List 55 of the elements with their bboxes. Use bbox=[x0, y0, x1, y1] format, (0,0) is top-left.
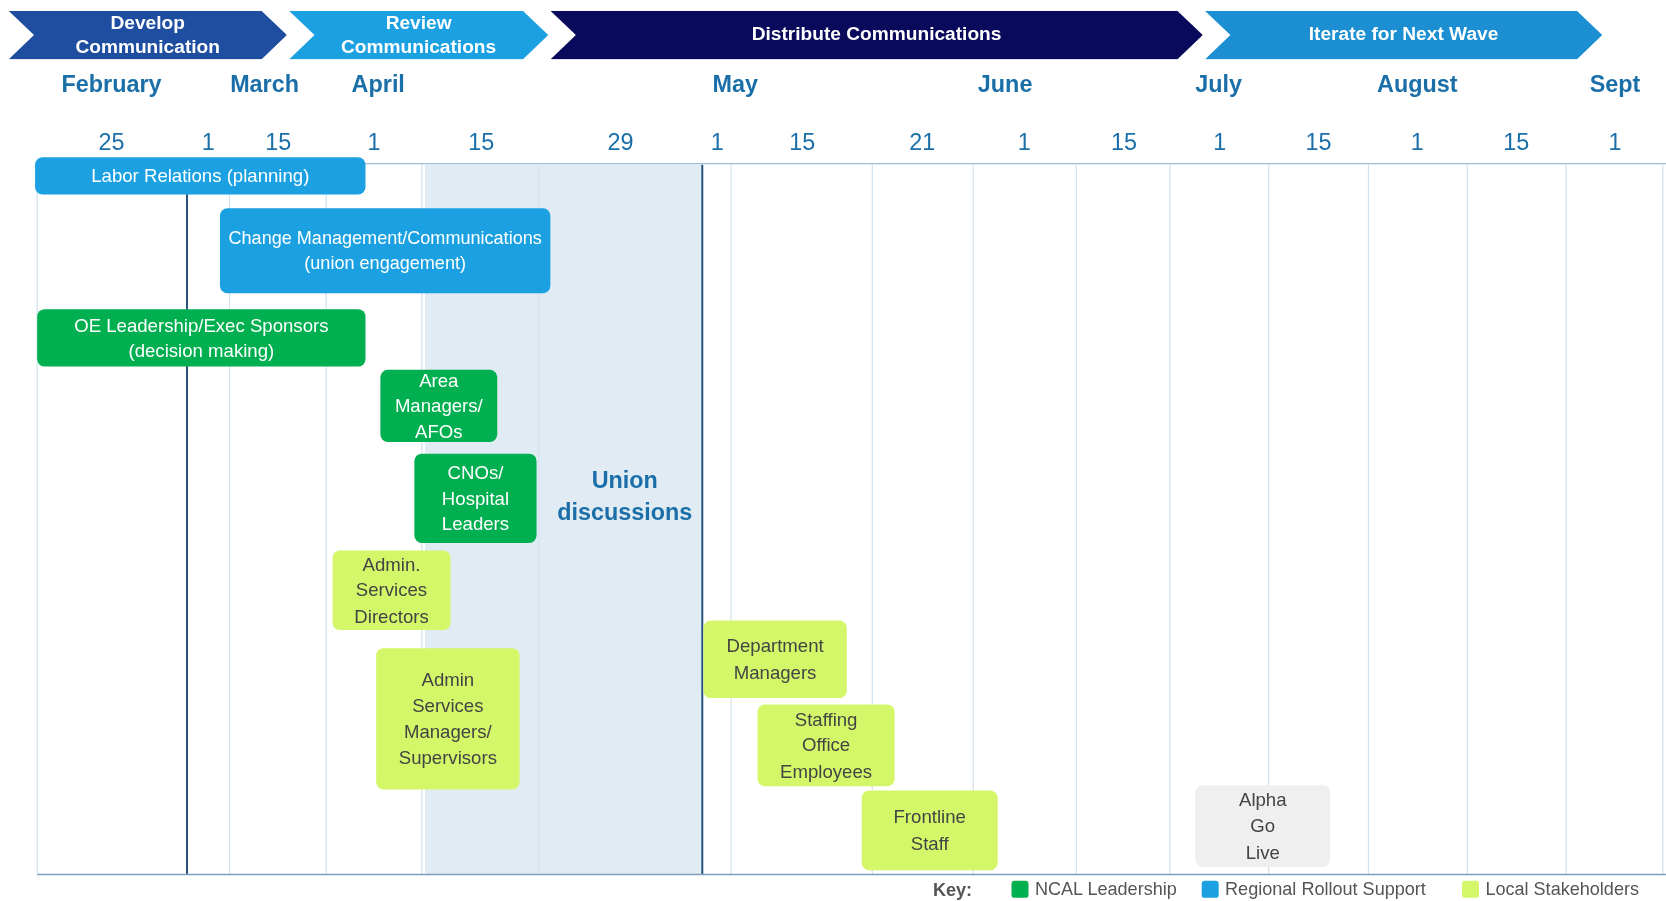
day-tick-label: 1 bbox=[710, 128, 724, 157]
timeline-bar bbox=[414, 453, 537, 543]
month-label: May bbox=[712, 71, 758, 99]
bar-label: CNOs/ Hospital Leaders bbox=[440, 460, 511, 537]
month-label: March bbox=[230, 71, 299, 99]
month-label: April bbox=[351, 71, 405, 99]
phase-label: Distribute Communications bbox=[751, 22, 1002, 47]
day-tick-label: 1 bbox=[1410, 128, 1424, 157]
day-tick-label: 15 bbox=[1503, 128, 1530, 157]
bar-label: Frontline Staff bbox=[892, 805, 967, 856]
month-label: July bbox=[1195, 71, 1243, 99]
day-tick-label: 15 bbox=[468, 128, 495, 157]
day-tick-label: 15 bbox=[789, 128, 816, 157]
phase-label: Iterate for Next Wave bbox=[1308, 22, 1499, 47]
timeline-bar bbox=[861, 790, 998, 871]
legend-label: Regional Rollout Support bbox=[1225, 878, 1426, 900]
timeline-bar bbox=[332, 550, 451, 631]
month-label: Sept bbox=[1589, 71, 1641, 99]
timeline-bar bbox=[1195, 785, 1331, 867]
timeline-bar bbox=[35, 157, 366, 195]
bar-label: Area Managers/ AFOs bbox=[393, 368, 484, 445]
day-tick-label: 1 bbox=[1017, 128, 1031, 157]
day-tick-label: 1 bbox=[201, 128, 215, 157]
day-tick-label: 29 bbox=[607, 128, 634, 157]
month-label: August bbox=[1377, 71, 1458, 99]
timeline-bar bbox=[757, 704, 895, 787]
timeline-bar bbox=[703, 620, 847, 699]
day-tick-label: 1 bbox=[367, 128, 381, 157]
day-tick-label: 15 bbox=[1111, 128, 1138, 157]
timeline-bar bbox=[376, 648, 520, 790]
bar-label: Department Managers bbox=[725, 634, 825, 685]
timeline-bar bbox=[219, 208, 551, 294]
bar-label: Staffing Office Employees bbox=[779, 708, 874, 784]
bar-label: Admin. Services Directors bbox=[353, 552, 430, 629]
month-label: June bbox=[977, 71, 1033, 99]
timeline-bar bbox=[37, 309, 366, 367]
day-tick-label: 1 bbox=[1608, 128, 1622, 157]
bar-label: OE Leadership/Exec Sponsors (decision making) bbox=[73, 313, 330, 364]
day-tick-label: 21 bbox=[909, 128, 936, 157]
day-tick-label: 15 bbox=[1305, 128, 1332, 157]
timeline-bar bbox=[380, 369, 498, 442]
bar-label: Admin Services Managers/ Supervisors bbox=[397, 668, 498, 770]
day-tick-label: 25 bbox=[98, 128, 125, 157]
legend-title: Key: bbox=[932, 879, 973, 901]
day-tick-label: 15 bbox=[265, 128, 292, 157]
day-tick-label: 1 bbox=[1213, 128, 1227, 157]
bar-label: Change Management/Communications (union engagement) bbox=[227, 226, 543, 276]
bar-label: Labor Relations (planning) bbox=[91, 164, 310, 189]
legend-label: NCAL Leadership bbox=[1034, 878, 1177, 900]
month-label: February bbox=[61, 71, 162, 99]
phase-label: Develop Communication bbox=[74, 10, 221, 60]
legend-label: Local Stakeholders bbox=[1485, 878, 1639, 900]
phase-label: Review Communications bbox=[340, 10, 498, 60]
period-label: Union discussions bbox=[556, 465, 694, 527]
bar-label: Alpha Go Live bbox=[1238, 788, 1288, 865]
